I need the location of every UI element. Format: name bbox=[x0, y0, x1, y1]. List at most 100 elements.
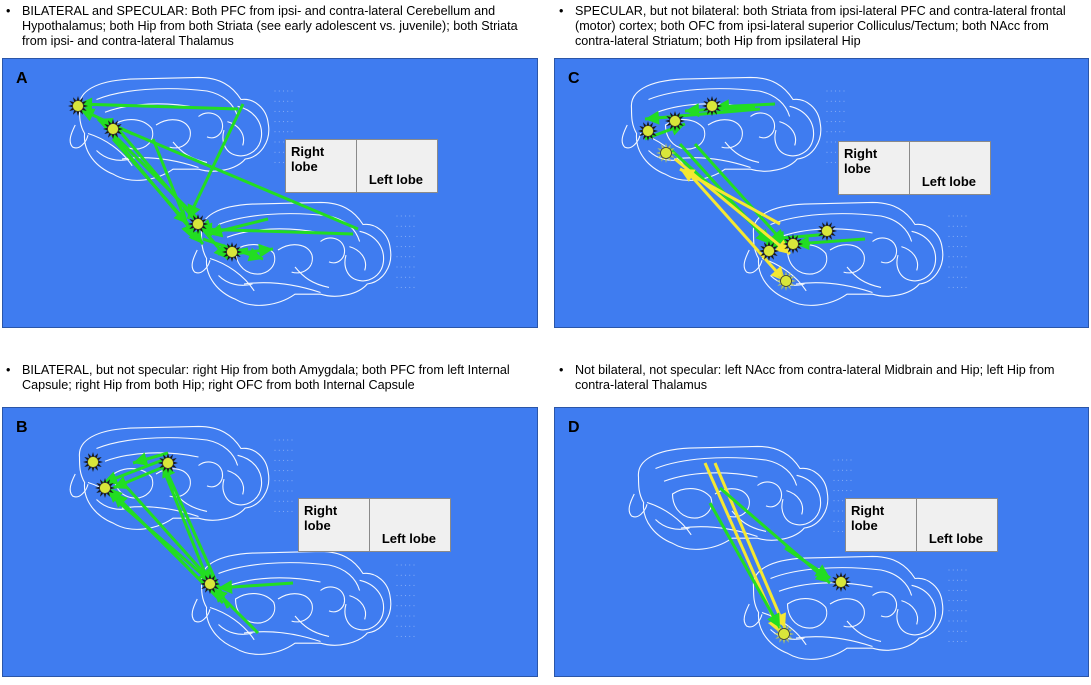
spiky-node-icon bbox=[103, 119, 123, 139]
brain-stipple bbox=[400, 256, 402, 258]
brain-contour bbox=[222, 105, 263, 157]
brain-stipple bbox=[965, 256, 967, 258]
arrow-icon bbox=[644, 107, 761, 125]
brain-stipple bbox=[409, 574, 411, 576]
brain-stipple bbox=[956, 610, 959, 612]
brain-stipple bbox=[396, 215, 398, 217]
arrow-head bbox=[208, 223, 224, 238]
brain-contour bbox=[191, 598, 211, 623]
brain-stipple bbox=[830, 90, 832, 92]
brain-stipple bbox=[834, 131, 837, 133]
spiky-node-icon bbox=[200, 574, 220, 594]
brain-stipple bbox=[952, 640, 954, 642]
brain-stipple bbox=[956, 620, 959, 622]
brain-stipple bbox=[400, 215, 402, 217]
brain-stipple bbox=[274, 500, 276, 502]
brain-stipple bbox=[948, 579, 950, 581]
brain-stipple bbox=[843, 110, 845, 112]
spiky-node-icon bbox=[759, 241, 779, 261]
caption-c-text: SPECULAR, but not bilateral: both Striat… bbox=[575, 4, 1066, 49]
brain-stipple bbox=[404, 266, 407, 268]
brain-stipple bbox=[413, 625, 415, 627]
brain-stipple bbox=[841, 490, 844, 492]
brain-stipple bbox=[291, 100, 293, 102]
brain-stipple bbox=[833, 490, 835, 492]
brain-stipple bbox=[278, 490, 280, 492]
brain-stipple bbox=[396, 605, 398, 607]
arrow-icon bbox=[708, 502, 782, 629]
brain-stipple bbox=[826, 161, 828, 163]
brain-stipple bbox=[956, 225, 959, 227]
brain-stipple bbox=[826, 121, 828, 123]
brain-stipple bbox=[961, 266, 963, 268]
brain-stipple bbox=[839, 100, 841, 102]
brain-contour bbox=[901, 600, 919, 625]
brain-stipple bbox=[282, 110, 285, 112]
brain-stipple bbox=[948, 610, 950, 612]
left-lobe-label: Left lobe bbox=[921, 174, 976, 189]
arrow-icon bbox=[211, 586, 260, 635]
brain-stipple bbox=[291, 470, 293, 472]
brain-contour bbox=[69, 473, 89, 498]
brain-stipple bbox=[952, 286, 954, 288]
brain-stipple bbox=[413, 286, 415, 288]
brain-stipple bbox=[282, 131, 285, 133]
brain-stipple bbox=[839, 110, 841, 112]
brain-contour bbox=[648, 150, 683, 161]
brain-stipple bbox=[409, 256, 411, 258]
arrow-head bbox=[188, 228, 203, 244]
brain-stipple bbox=[274, 439, 276, 441]
caption-bullet: • bbox=[6, 4, 11, 18]
brain-stipple bbox=[404, 574, 407, 576]
node-core bbox=[780, 275, 792, 287]
brain-sketches bbox=[628, 445, 967, 660]
brain-stipple bbox=[965, 266, 967, 268]
spiky-node-icon bbox=[783, 234, 803, 254]
brain-stipple bbox=[826, 141, 828, 143]
brain-stipple bbox=[396, 235, 398, 237]
brain-stipple bbox=[965, 225, 967, 227]
brain-contour bbox=[774, 105, 815, 157]
brain-stipple bbox=[404, 246, 407, 248]
brain-contour bbox=[78, 425, 270, 530]
brain-contour bbox=[846, 620, 882, 642]
brain-stipple bbox=[287, 110, 289, 112]
brain-stipple bbox=[956, 215, 959, 217]
nodes bbox=[83, 452, 220, 594]
brain-stipple bbox=[830, 161, 832, 163]
brain-contour bbox=[779, 121, 797, 146]
brain-stipple bbox=[837, 530, 839, 532]
arrows bbox=[102, 451, 294, 635]
nodes bbox=[638, 96, 837, 291]
brain-stipple bbox=[826, 110, 828, 112]
brain-stipple bbox=[282, 141, 285, 143]
brain-stipple bbox=[826, 90, 828, 92]
brain-contour bbox=[795, 636, 873, 648]
brain-contour bbox=[795, 282, 873, 294]
node-core bbox=[660, 147, 672, 159]
lobe-legend: Right lobe Left lobe bbox=[285, 139, 438, 193]
brain-stipple bbox=[830, 131, 832, 133]
brain-stipple bbox=[956, 579, 959, 581]
legend-divider bbox=[916, 499, 917, 551]
brain-stipple bbox=[400, 246, 402, 248]
brain-stipple bbox=[278, 161, 280, 163]
brain-stipple bbox=[830, 121, 832, 123]
brain-contour bbox=[69, 124, 89, 149]
brain-stipple bbox=[282, 161, 285, 163]
panel-letter: B bbox=[16, 419, 28, 436]
brain-stipple bbox=[396, 266, 398, 268]
brain-stipple bbox=[965, 610, 967, 612]
brain-stipple bbox=[278, 100, 280, 102]
brain-stipple bbox=[278, 510, 280, 512]
brain-stipple bbox=[833, 479, 835, 481]
nodes bbox=[774, 572, 851, 644]
brain-stipple bbox=[282, 439, 285, 441]
left-lobe-label: Left lobe bbox=[368, 172, 423, 187]
brain-stipple bbox=[278, 90, 280, 92]
brain-stipple bbox=[282, 90, 285, 92]
brain-contour bbox=[752, 555, 944, 660]
panel-a-diagram bbox=[68, 76, 415, 306]
brain-stipple bbox=[952, 225, 954, 227]
brain-stipple bbox=[409, 235, 411, 237]
